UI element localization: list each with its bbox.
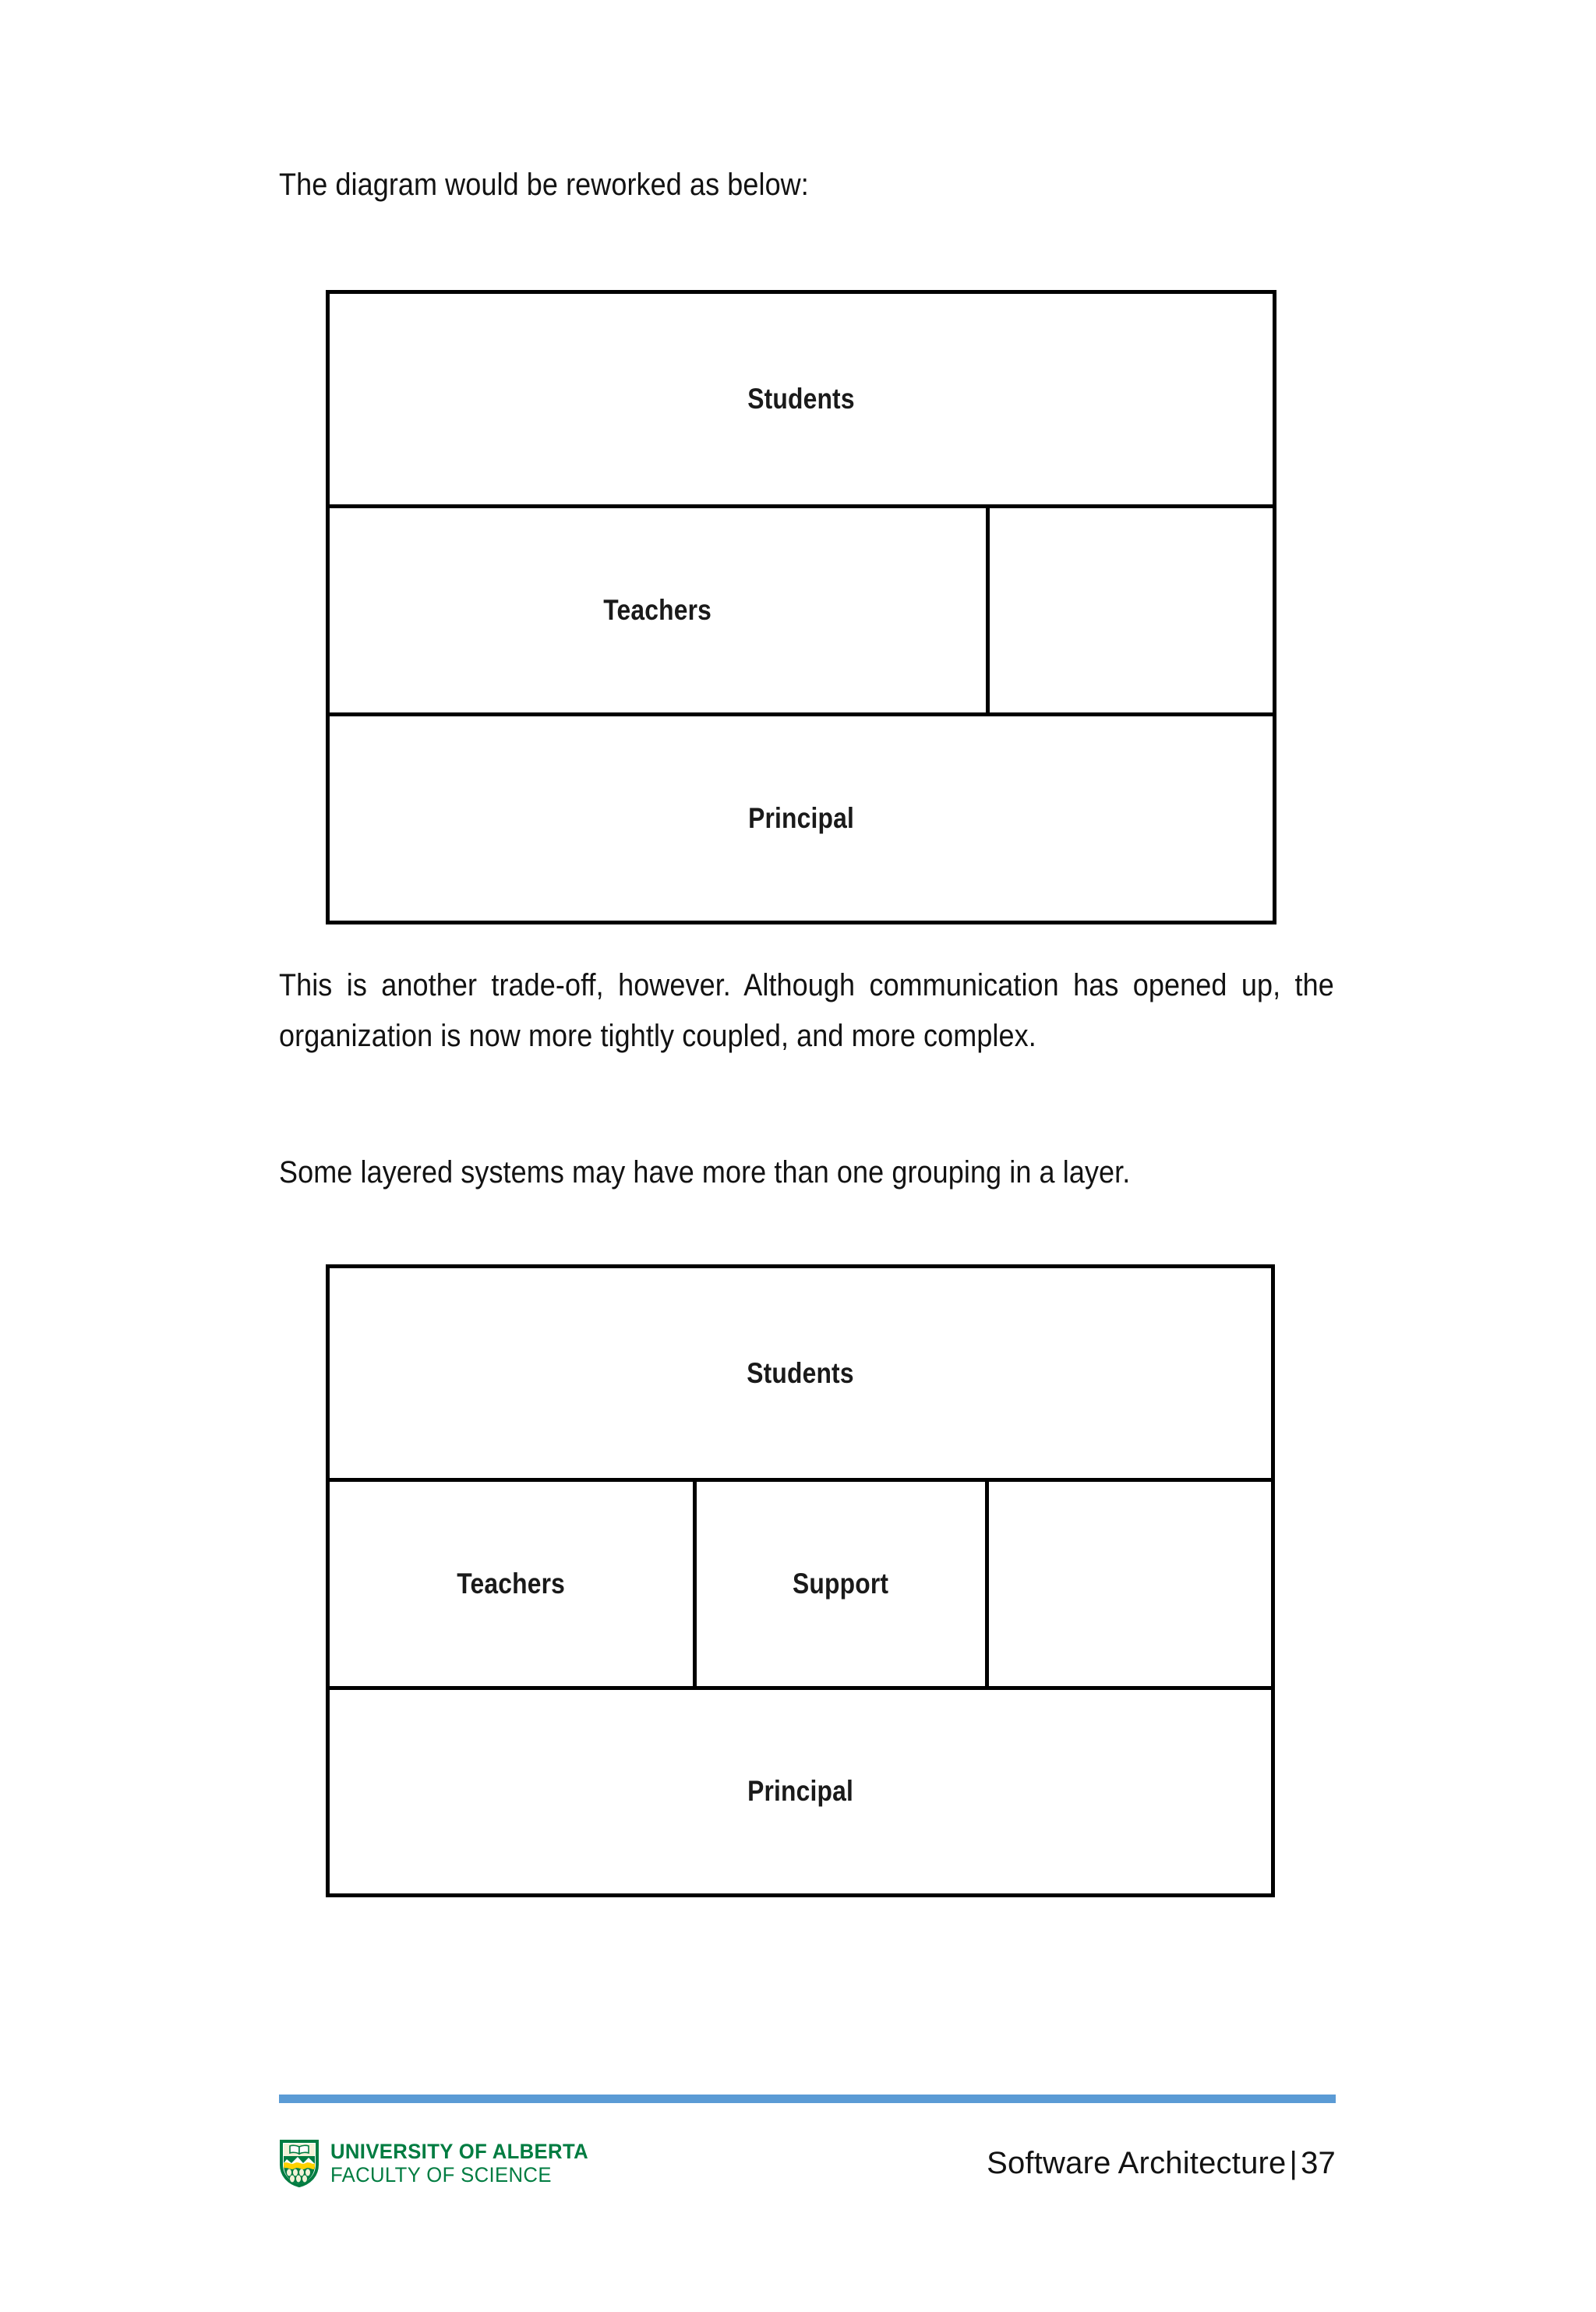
diagram2-principal-label: Principal [747, 1775, 853, 1808]
diagram1-teachers-cell: Teachers [330, 508, 990, 713]
ualberta-logo: UNIVERSITY OF ALBERTA FACULTY OF SCIENCE [279, 2139, 602, 2187]
layered-systems-text-block: Some layered systems may have more than … [279, 1147, 1334, 1198]
diagram1-principal-cell: Principal [330, 716, 1273, 921]
diagram1-students-cell: Students [330, 294, 1273, 504]
diagram2-support-label: Support [793, 1568, 889, 1600]
footer-course-title: Software Architecture [987, 2145, 1287, 2180]
diagram1-students-layer: Students [330, 294, 1273, 504]
ualberta-wordmark-line1: UNIVERSITY OF ALBERTA [330, 2139, 589, 2163]
layered-systems-paragraph: Some layered systems may have more than … [279, 1155, 1131, 1190]
footer-page-number: 37 [1301, 2145, 1336, 2180]
tradeoff-text-block: This is another trade-off, however. Alth… [279, 960, 1334, 1062]
reworked-layered-diagram: Students Teachers Principal [326, 290, 1276, 924]
multi-grouping-layered-diagram: Students Teachers Support Principal [326, 1264, 1275, 1897]
intro-text-block: The diagram would be reworked as below: [279, 160, 1334, 210]
diagram2-support-cell: Support [697, 1482, 989, 1686]
footer-separator: | [1289, 2145, 1298, 2180]
diagram1-students-label: Students [747, 383, 855, 415]
diagram2-teachers-support-layer: Teachers Support [330, 1478, 1271, 1686]
diagram1-principal-label: Principal [748, 802, 854, 835]
diagram1-teachers-label: Teachers [603, 594, 712, 627]
diagram1-teachers-layer: Teachers [330, 504, 1273, 713]
ualberta-shield-icon [280, 2140, 319, 2187]
diagram2-empty-cell [988, 1482, 1271, 1686]
intro-paragraph: The diagram would be reworked as below: [279, 168, 809, 202]
tradeoff-paragraph: This is another trade-off, however. Alth… [279, 968, 1334, 1053]
diagram2-principal-cell: Principal [330, 1690, 1271, 1893]
diagram2-students-layer: Students [330, 1268, 1271, 1478]
diagram2-teachers-cell: Teachers [330, 1482, 697, 1686]
page-footer: UNIVERSITY OF ALBERTA FACULTY OF SCIENCE… [279, 2120, 1336, 2206]
ualberta-wordmark: UNIVERSITY OF ALBERTA FACULTY OF SCIENCE [330, 2139, 602, 2187]
diagram2-students-label: Students [747, 1356, 854, 1389]
ualberta-wordmark-line2: FACULTY OF SCIENCE [330, 2163, 552, 2187]
diagram2-students-cell: Students [330, 1268, 1271, 1478]
diagram2-principal-layer: Principal [330, 1685, 1271, 1893]
diagram2-teachers-label: Teachers [457, 1568, 566, 1600]
diagram1-principal-layer: Principal [330, 712, 1273, 921]
footer-divider-rule [279, 2095, 1336, 2103]
diagram1-teachers-empty-cell [990, 508, 1273, 713]
footer-course-and-page: Software Architecture|37 [987, 2146, 1336, 2181]
